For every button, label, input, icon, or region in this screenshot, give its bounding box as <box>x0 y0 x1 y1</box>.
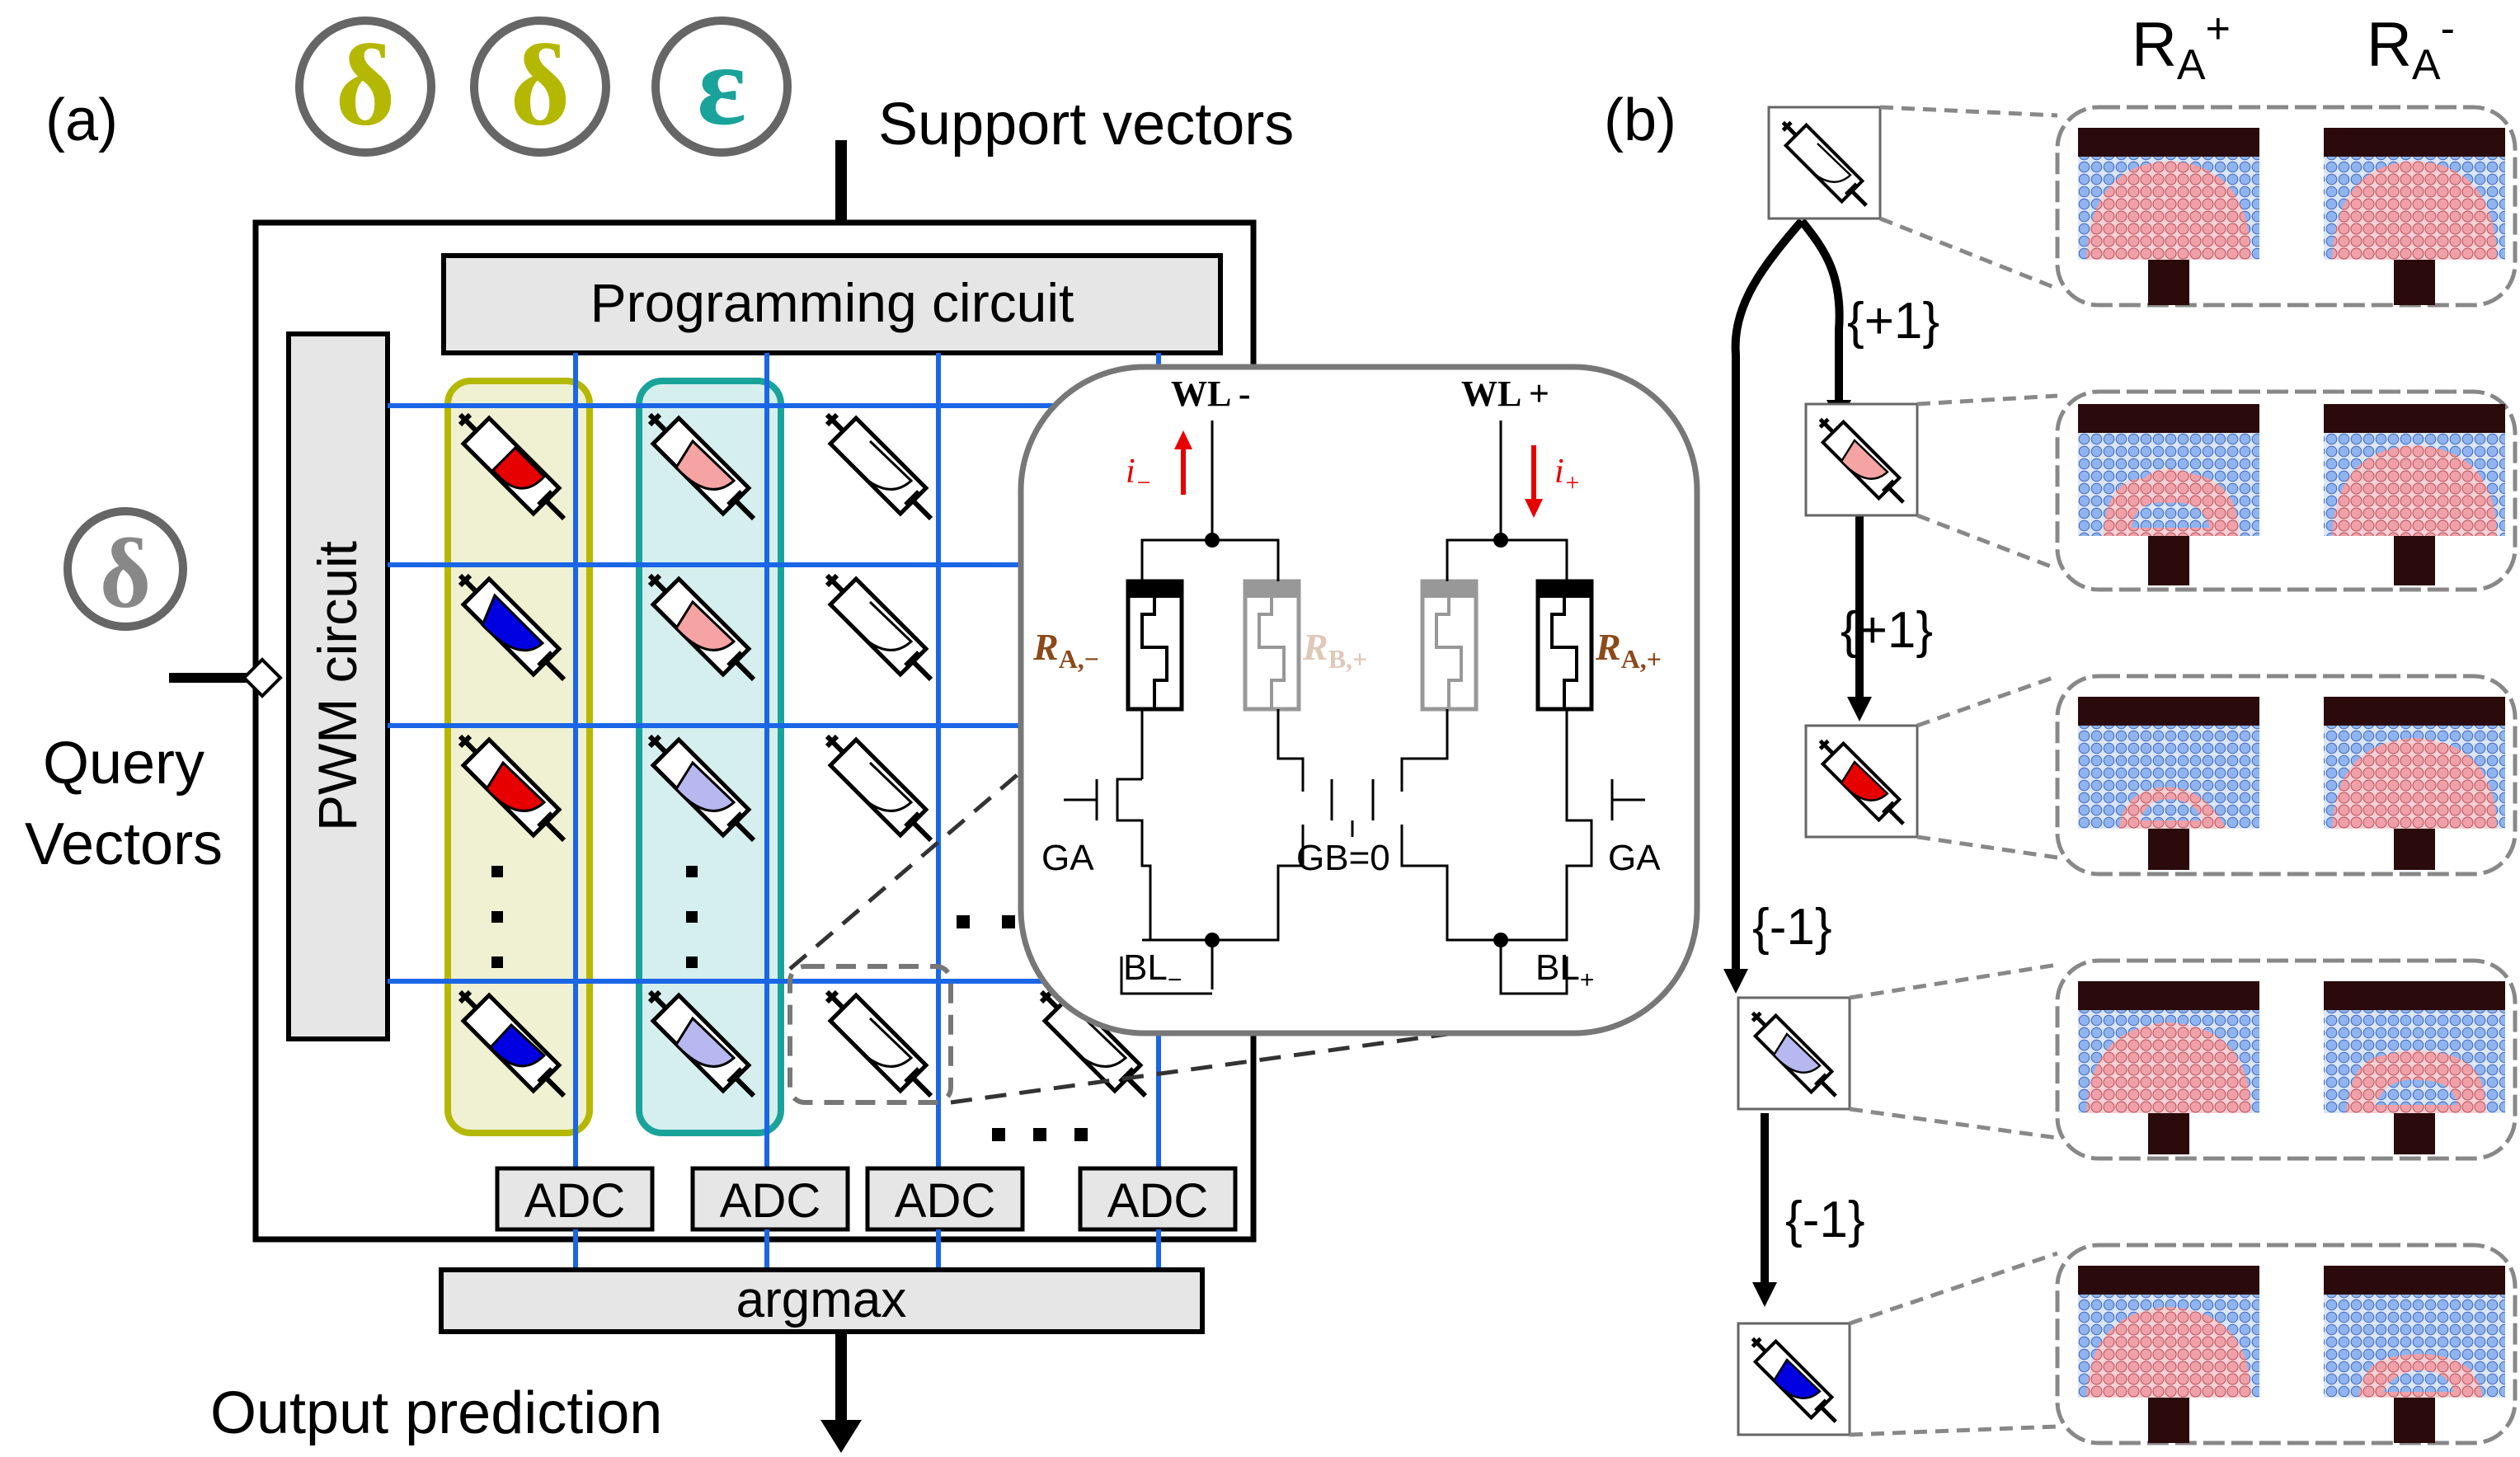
svg-text:δ: δ <box>100 518 151 627</box>
rb-plus-label: RB,+ <box>1302 626 1367 674</box>
ellipsis-dots <box>491 866 1088 1141</box>
input-port-icon <box>242 657 283 698</box>
ga-left-label: GA <box>1041 838 1094 878</box>
programming-circuit-label: Programming circuit <box>590 272 1074 333</box>
resistor-icon <box>1420 579 1479 712</box>
state-panel-5 <box>2055 1243 2518 1445</box>
resistor-icon <box>1126 579 1184 712</box>
panel-a-label: (a) <box>45 87 118 153</box>
memristor-device <box>460 576 564 679</box>
ra-minus-header: RA- <box>2367 5 2455 89</box>
state-device-4 <box>1737 996 1851 1111</box>
adc-4: ADC <box>1078 1166 1238 1232</box>
query-vectors-label-2: Vectors <box>25 811 223 877</box>
state-panel-4 <box>2055 958 2518 1161</box>
gb-label: GB=0 <box>1296 838 1390 878</box>
svg-text:ADC: ADC <box>720 1174 820 1228</box>
step-label-1: {+1} <box>1847 293 1939 350</box>
memristor-device <box>650 736 754 840</box>
ra-plus-header: RA+ <box>2132 5 2231 89</box>
svg-text:δ: δ <box>510 21 571 149</box>
output-prediction-label: Output prediction <box>210 1380 662 1446</box>
svg-text:ADC: ADC <box>524 1174 625 1228</box>
memristor-device <box>650 992 754 1096</box>
query-glyph: δ <box>63 507 187 631</box>
svg-text:ADC: ADC <box>1107 1174 1208 1228</box>
adc-1: ADC <box>495 1166 655 1232</box>
state-panel-1 <box>2055 105 2518 308</box>
argmax-box <box>439 1267 1205 1334</box>
query-vectors-label-1: Query <box>43 731 205 797</box>
i-minus-label: i− <box>1126 453 1152 496</box>
pwm-circuit-box <box>286 331 390 1041</box>
state-panel-2 <box>2055 389 2518 592</box>
crossbar-lines <box>388 353 1161 1187</box>
memristor-device <box>1041 992 1145 1096</box>
state-panel-3 <box>2055 674 2518 877</box>
memristor-device <box>460 736 564 840</box>
digit-glyph-1: δ <box>295 16 435 157</box>
ga-right-label: GA <box>1608 838 1661 878</box>
step-label-2: {+1} <box>1841 602 1933 659</box>
resistor-icon <box>1243 579 1301 712</box>
memristor-device <box>460 992 564 1096</box>
step-label-4: {-1} <box>1785 1191 1865 1248</box>
state-device-3 <box>1804 724 1919 839</box>
memristor-device <box>460 415 564 519</box>
circuit-inset <box>1018 364 1700 1036</box>
memristor-device <box>827 992 931 1096</box>
ra-minus-label: RA,− <box>1032 626 1099 674</box>
memristor-device <box>650 415 754 519</box>
state-device-2 <box>1804 402 1919 517</box>
state-device-5 <box>1737 1322 1851 1436</box>
i-plus-label: i+ <box>1554 453 1581 496</box>
current-arrow-icon <box>1525 499 1543 518</box>
resistor-icon <box>1535 579 1594 712</box>
current-arrow-icon <box>1174 430 1192 449</box>
memristor-device <box>827 576 931 679</box>
wl-plus-label: WL + <box>1461 374 1549 414</box>
panel-b-label: (b) <box>1604 87 1676 153</box>
digit-glyph-3: ε <box>651 16 792 157</box>
bl-minus-label: BL− <box>1123 947 1182 994</box>
bl-plus-label: BL+ <box>1535 947 1594 994</box>
memristor-device <box>827 736 931 840</box>
memristor-device <box>827 415 931 519</box>
memristor-device <box>650 576 754 679</box>
adc-2: ADC <box>690 1166 850 1232</box>
svg-text:ADC: ADC <box>895 1174 995 1228</box>
state-device-1 <box>1767 106 1882 220</box>
programming-circuit-box <box>441 253 1223 355</box>
argmax-label: argmax <box>736 1271 907 1328</box>
adc-3: ADC <box>865 1166 1025 1232</box>
ra-plus-label: RA,+ <box>1595 626 1662 674</box>
digit-glyph-2: δ <box>470 16 610 157</box>
pwm-circuit-label: PWM circuit <box>307 541 368 831</box>
step-label-3: {-1} <box>1752 899 1832 956</box>
svg-text:δ: δ <box>336 21 396 149</box>
svg-text:ε: ε <box>697 21 746 149</box>
wl-minus-label: WL - <box>1171 374 1251 414</box>
support-vector-column-olive <box>444 378 593 1136</box>
zoom-selection-box <box>788 964 953 1105</box>
support-vectors-label: Support vectors <box>878 92 1294 157</box>
support-vector-column-teal <box>636 378 784 1136</box>
